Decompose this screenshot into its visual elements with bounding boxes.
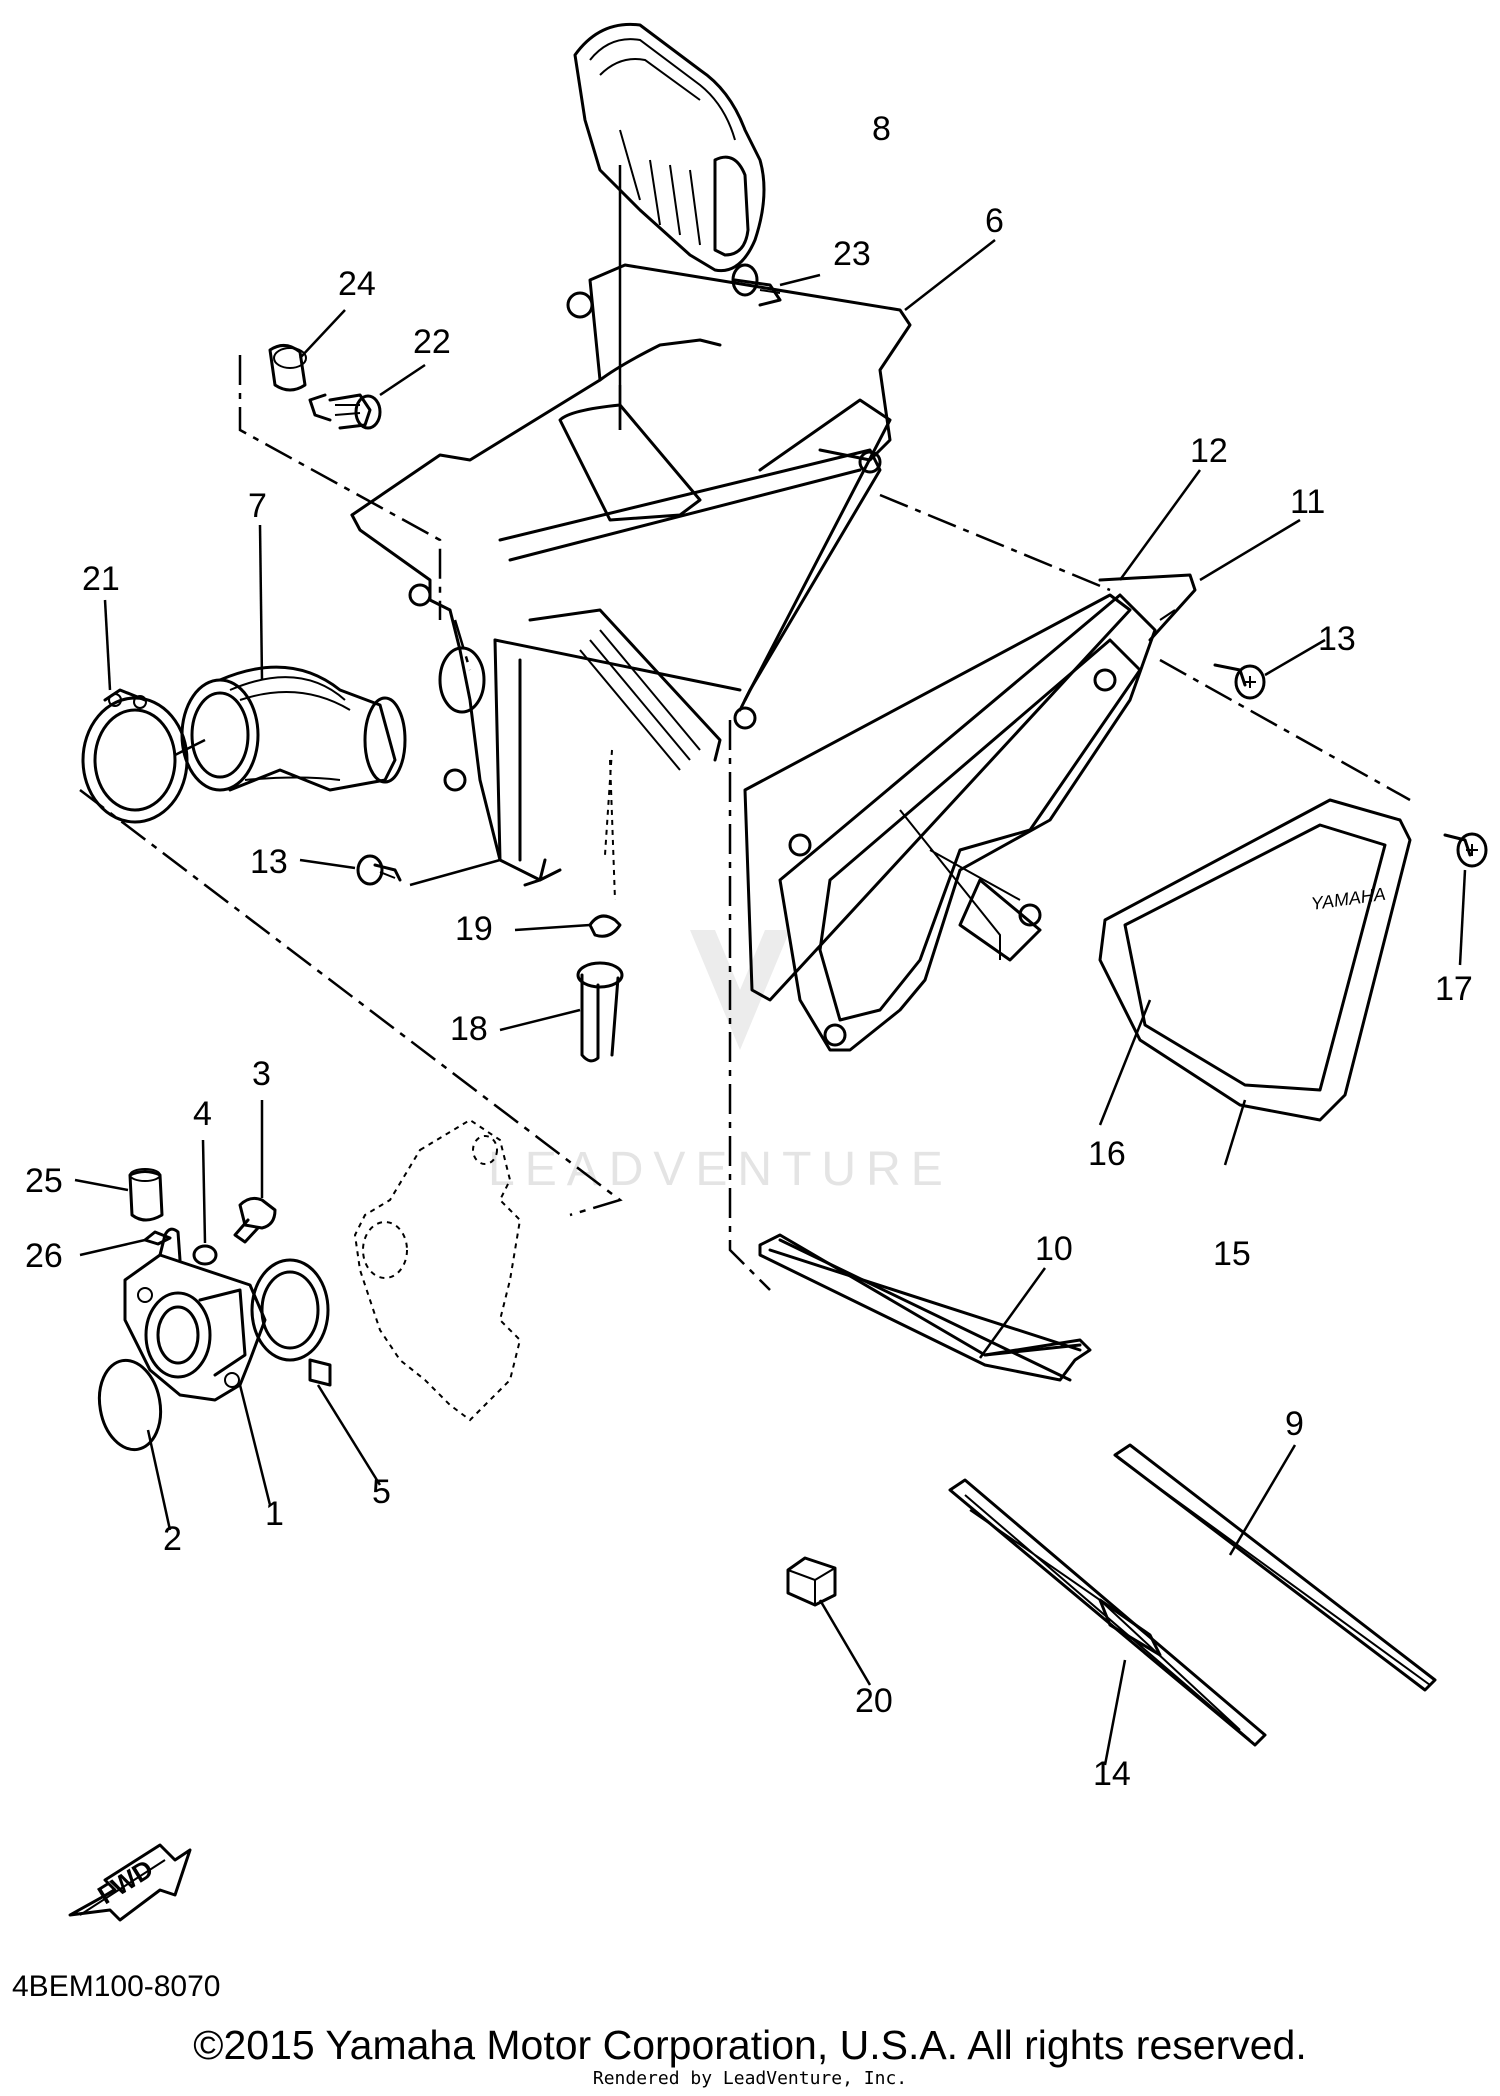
- part-10-filter-element: [758, 1233, 1092, 1382]
- callout-2: 2: [163, 1520, 182, 1558]
- callout-4: 4: [193, 1095, 212, 1133]
- callout-25: 25: [25, 1162, 63, 1200]
- callout-14: 14: [1093, 1755, 1131, 1793]
- callout-16: 16: [1088, 1135, 1126, 1173]
- part-23-bolt: [731, 263, 782, 307]
- leadventure-watermark: LEADVENTURE: [488, 930, 953, 1196]
- diagram-code: 4BEM100-8070: [12, 1970, 221, 2003]
- callout-10: 10: [1035, 1230, 1073, 1268]
- rendered-by-note: Rendered by LeadVenture, Inc.: [592, 2068, 908, 2089]
- part-19-clip: [588, 914, 622, 938]
- callout-1: 1: [265, 1495, 284, 1533]
- callout-22: 22: [413, 323, 451, 361]
- callout-13a: 13: [1318, 620, 1356, 658]
- callout-23: 23: [833, 235, 871, 273]
- part-6-air-box: [350, 263, 912, 887]
- part-14-mesh: [948, 1478, 1267, 1747]
- watermark-text: LEADVENTURE: [488, 1143, 953, 1196]
- callout-6: 6: [985, 202, 1004, 240]
- part-24-nut: [268, 344, 307, 392]
- callout-20: 20: [855, 1682, 893, 1720]
- callout-11: 11: [1290, 483, 1325, 521]
- callout-labels: 1234567891011121313141516171819202122232…: [25, 110, 1473, 1793]
- callout-18: 18: [450, 1010, 488, 1048]
- part-13-screw-left: [356, 854, 402, 886]
- part-25-cap: [128, 1168, 164, 1222]
- callout-26: 26: [25, 1237, 63, 1275]
- part-9-filter-sheet: [1113, 1443, 1437, 1692]
- callout-7: 7: [248, 487, 267, 525]
- fwd-label: FWD: [92, 1853, 158, 1910]
- callout-21: 21: [82, 560, 120, 598]
- cover-brand-text: YAMAHA: [1310, 884, 1387, 914]
- callout-24: 24: [338, 265, 376, 303]
- carburetor-outline: [353, 1118, 522, 1422]
- part-3-bolt: [233, 1196, 277, 1244]
- part-26-clip: [143, 1230, 172, 1246]
- callout-17: 17: [1435, 970, 1473, 1008]
- part-7-joint: [180, 665, 407, 792]
- part-8-intake-duct: [573, 22, 766, 273]
- part-13-screw-right: [1213, 663, 1266, 700]
- callout-3: 3: [252, 1055, 271, 1093]
- callout-12: 12: [1190, 432, 1228, 470]
- part-11-gasket: [1098, 573, 1197, 642]
- part-22-bolt: [308, 393, 382, 430]
- fwd-arrow: FWD: [68, 1843, 192, 1922]
- callout-9: 9: [1285, 1405, 1304, 1443]
- callout-15: 15: [1213, 1235, 1251, 1273]
- part-17-screw: [1443, 832, 1488, 868]
- callout-8: 8: [872, 110, 891, 148]
- part-4-washer: [192, 1244, 218, 1266]
- callout-19: 19: [455, 910, 493, 948]
- part-21-clamp: [81, 688, 189, 824]
- part-15-cover: YAMAHA: [1098, 798, 1412, 1122]
- part-18-drain-tube: [576, 961, 624, 1063]
- part-20-sponge: [786, 1556, 837, 1607]
- copyright-notice: ©2015 Yamaha Motor Corporation, U.S.A. A…: [193, 2022, 1307, 2068]
- callout-5: 5: [372, 1473, 391, 1511]
- callout-13b: 13: [250, 843, 288, 881]
- part-12-element-frame: [743, 593, 1157, 1052]
- part-2-o-ring: [97, 1358, 163, 1452]
- part-5-clamp: [250, 1258, 332, 1387]
